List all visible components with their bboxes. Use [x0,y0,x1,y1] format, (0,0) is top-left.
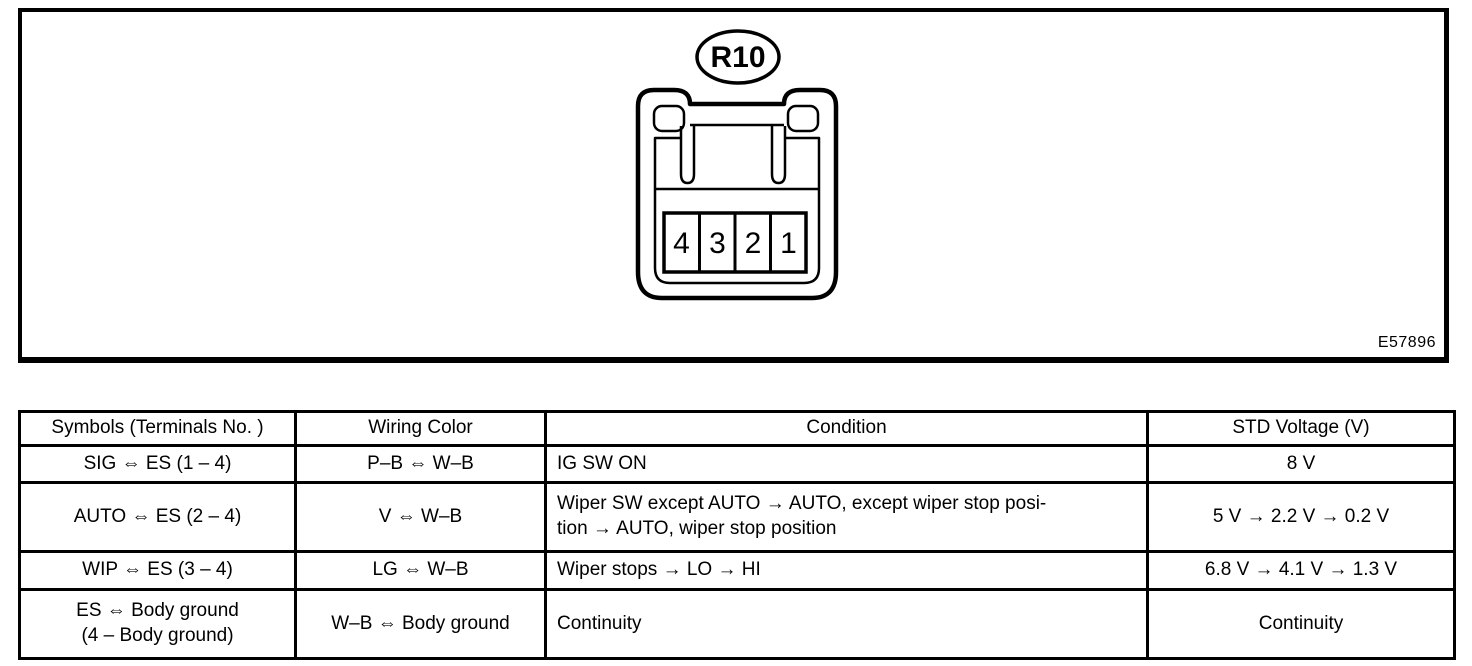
cell-symbols: ES ⇔ Body ground (4 – Body ground) [18,588,297,660]
connector-label-oval [695,29,781,85]
table-row: ES ⇔ Body ground (4 – Body ground) W–B ⇔… [18,588,1456,660]
table-row: AUTO ⇔ ES (2 – 4) V ⇔ W–B Wiper SW excep… [18,481,1456,553]
cell-wiring-color: W–B ⇔ Body ground [294,588,547,660]
connector-inner-contour [653,136,821,285]
cell-std-voltage: 6.8 V → 4.1 V → 1.3 V [1146,550,1456,591]
table-header-row: Symbols (Terminals No. ) Wiring Color Co… [18,410,1456,447]
connector-left-tab-hole [652,104,686,133]
cell-symbols: AUTO ⇔ ES (2 – 4) [18,481,297,553]
table-row: SIG ⇔ ES (1 – 4) P–B ⇔ W–B IG SW ON 8 V [18,444,1456,484]
table-row: WIP ⇔ ES (3 – 4) LG ⇔ W–B Wiper stops → … [18,550,1456,591]
connector-right-tab-hole [786,104,820,133]
terminal-number-3: 3 [709,227,726,260]
cell-symbols: SIG ⇔ ES (1 – 4) [18,444,297,484]
cell-condition: Wiper stops → LO → HI [544,550,1149,591]
header-condition: Condition [544,410,1149,447]
terminal-spec-table: Symbols (Terminals No. ) Wiring Color Co… [18,410,1456,660]
figure-code: E57896 [1377,334,1436,351]
header-std-voltage: STD Voltage (V) [1146,410,1456,447]
cell-wiring-color: P–B ⇔ W–B [294,444,547,484]
connector-label-group: R10 [695,29,781,85]
connector-right-channel [770,126,787,185]
cell-std-voltage: Continuity [1146,588,1456,660]
cell-wiring-color: V ⇔ W–B [294,481,547,553]
terminal-number-4: 4 [673,227,690,260]
terminal-number-1: 1 [780,227,797,260]
cell-std-voltage: 8 V [1146,444,1456,484]
connector-label: R10 [710,41,765,74]
header-wiring-color: Wiring Color [294,410,547,447]
terminal-block: 4 3 2 1 [662,211,808,274]
cell-wiring-color: LG ⇔ W–B [294,550,547,591]
cell-symbols: WIP ⇔ ES (3 – 4) [18,550,297,591]
connector-left-channel [679,126,696,185]
cell-condition: IG SW ON [544,444,1149,484]
connector-drawing: R10 4 3 2 1 [635,29,839,301]
terminal-number-2: 2 [745,227,762,260]
header-symbols: Symbols (Terminals No. ) [18,410,297,447]
cell-condition: Wiper SW except AUTO → AUTO, except wipe… [544,481,1149,553]
cell-condition: Continuity [544,588,1149,660]
cell-std-voltage: 5 V → 2.2 V → 0.2 V [1146,481,1456,553]
